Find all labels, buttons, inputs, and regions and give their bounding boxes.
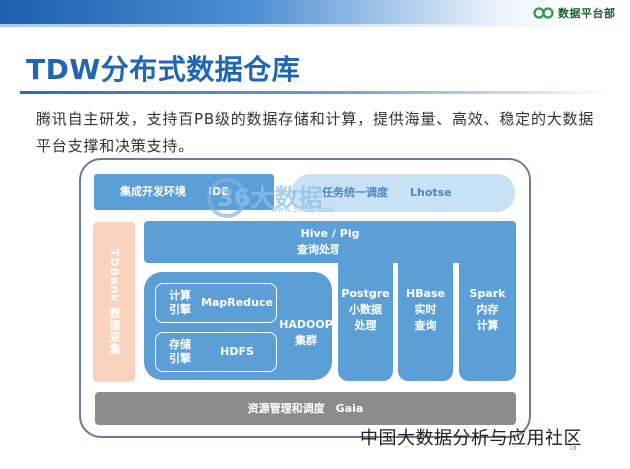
gaia-box: 资源管理和调度 Gaia (95, 392, 516, 425)
spark-box: Spark 内存 计算 (459, 239, 516, 381)
brand-logo: 数据平台部 (533, 3, 625, 23)
mapreduce-box: 计算 引擎 MapReduce (155, 283, 277, 323)
hdfs-label: HDFS (220, 345, 254, 358)
title-underline (20, 91, 610, 94)
header-stripe (0, 24, 630, 27)
hbase-line1: HBase (405, 287, 446, 300)
hive-line1: Hive / Pig (300, 227, 360, 240)
hbase-line2: 实时 (414, 303, 437, 316)
mapreduce-label: MapReduce (201, 296, 273, 309)
tdbank-box: TDBank 数据采集 (93, 222, 135, 382)
hadoop-cluster-box: 计算 引擎 MapReduce 存储 引擎 HDFS HADOOP 集群 (144, 272, 333, 380)
postgre-line3: 处理 (354, 319, 377, 332)
hdfs-box: 存储 引擎 HDFS (155, 332, 277, 372)
lhotse-label: 任务统一调度 Lhotse (322, 186, 452, 199)
postgre-box: Postgre 小数据 处理 (338, 239, 393, 381)
spark-line3: 计算 (476, 319, 499, 332)
hbase-box: HBase 实时 查询 (398, 239, 453, 381)
postgre-line2: 小数据 (349, 303, 382, 316)
spark-line1: Spark (469, 287, 506, 300)
watermark-url: www.36dsj.com (271, 205, 334, 214)
lhotse-box: 任务统一调度 Lhotse (292, 174, 515, 212)
watermark-caption: 中国大数据分析与应用社区 (360, 428, 582, 449)
tdbank-label: TDBank 数据采集 (108, 248, 121, 356)
brand-name: 数据平台部 (558, 7, 616, 20)
spark-line2: 内存 (476, 303, 499, 316)
gaia-label: 资源管理和调度 Gaia (247, 401, 364, 415)
intro-paragraph: 腾讯自主研发，支持百PB级的数据存储和计算，提供海量、高效、稳定的大数据平台支撑… (36, 110, 595, 155)
page-title: TDW分布式数据仓库 (26, 53, 301, 86)
infinity-loop-icon (533, 7, 554, 19)
header-bar (0, 0, 630, 24)
hbase-line3: 查询 (414, 319, 437, 332)
postgre-line1: Postgre (341, 287, 390, 300)
mapreduce-caption: 计算 引擎 (169, 289, 191, 316)
watermark-badge: 36大数据 (217, 184, 322, 212)
page-number: 18 (569, 445, 577, 452)
hadoop-label: HADOOP 集群 (279, 318, 333, 347)
watermark-logo: 36大数据 www.36dsj.com (207, 178, 334, 218)
hdfs-caption: 存储 引擎 (169, 338, 191, 365)
